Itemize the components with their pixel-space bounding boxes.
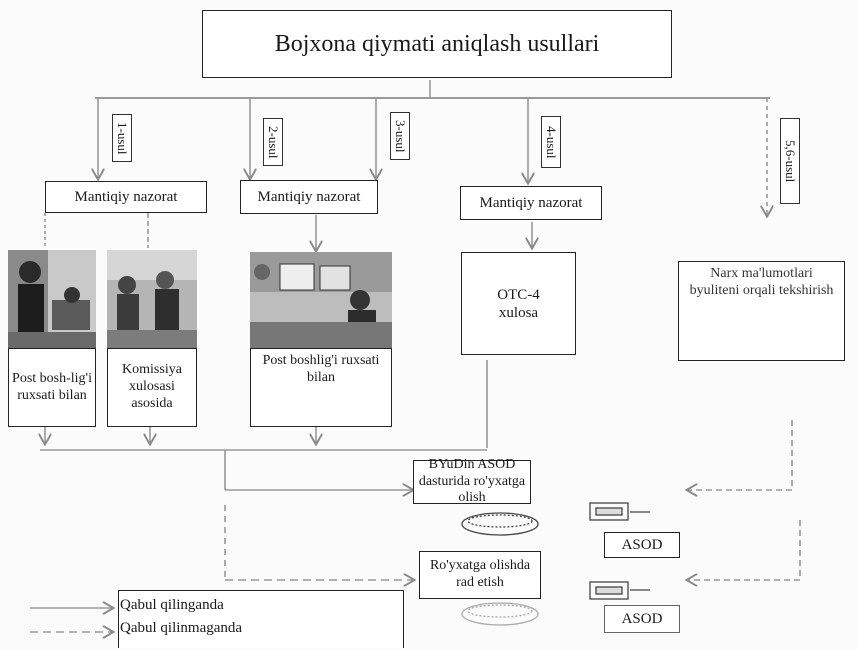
legend-box [118,590,404,648]
photo-post-office-2 [250,252,392,350]
method-2-label: 2-usul [263,118,283,166]
registration-box: BYuDin ASOD dasturida ro'yxatga olish [413,457,531,505]
photo-commission [107,250,197,350]
rejection-box: Ro'yxatga olishda rad etish [419,551,541,599]
outcome-post-chief-a: Post bosh-lig'i ruxsati bilan [8,348,96,427]
logic-control-box-4: Mantiqiy nazorat [460,186,602,220]
asod-label-2: ASOD [604,605,680,633]
outcome-otc-4: OTC-4 xulosa [461,252,576,355]
method-1-label: 1-usul [112,114,132,162]
outcome-post-chief-b: Post boshlig'i ruxsati bilan [250,348,392,427]
page-title: Bojxona qiymati aniqlash usullari [202,10,672,78]
outcome-commission: Komissiya xulosasi asosida [107,348,197,427]
legend-rejected: Qabul qilinmaganda [120,620,243,636]
asod-label-1: ASOD [604,532,680,558]
method-3-label: 3-usul [390,112,410,160]
disk-icons [461,502,650,626]
logic-control-box-1: Mantiqiy nazorat [45,181,207,213]
method-5-6-label: 5,6-usul [780,118,800,204]
legend-accepted: Qabul qilinganda [120,597,224,613]
method-4-label: 4-usul [541,116,561,168]
outcome-price-check: Narx ma'lumotlari byuliteni orqali teksh… [678,261,845,361]
photo-post-office-1 [8,250,96,350]
logic-control-box-2: Mantiqiy nazorat [240,180,378,214]
